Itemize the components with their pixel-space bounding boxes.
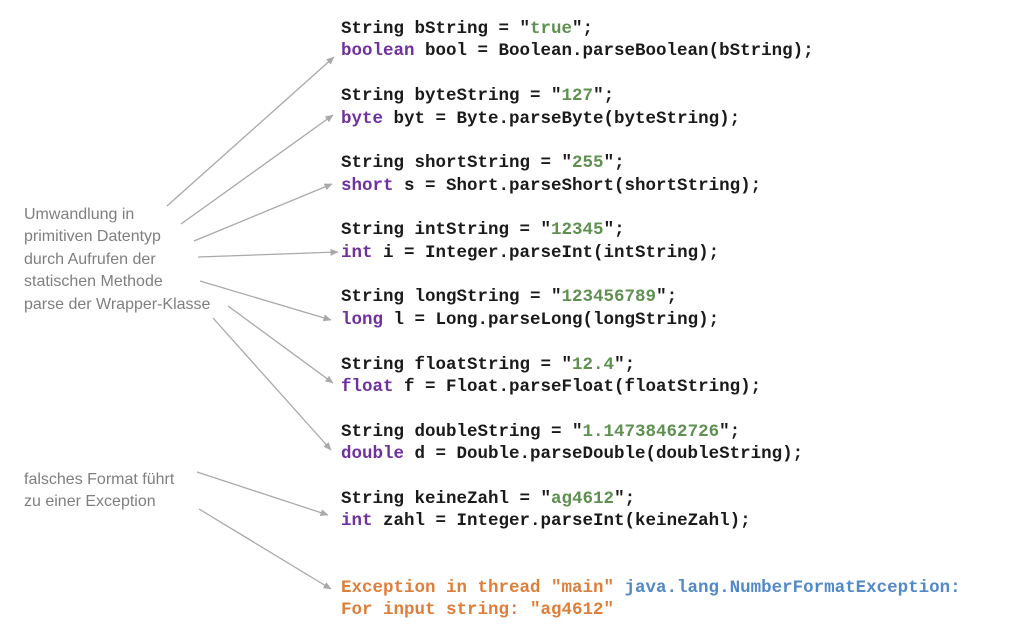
code-token: byt = Byte.parseByte(byteString); <box>383 108 741 129</box>
code-token: 127 <box>561 86 594 107</box>
code-token: String bString = " <box>341 19 531 39</box>
code-token: 255 <box>572 153 604 174</box>
code-line: String byteString = "127"; <box>341 85 740 107</box>
code-line: String intString = "12345"; <box>341 219 719 241</box>
code-token: "; <box>656 287 678 308</box>
code-line: int i = Integer.parseInt(intString); <box>341 242 719 264</box>
code-token: i = Integer.parseInt(intString); <box>372 242 720 263</box>
note-line: statischen Methode <box>24 273 163 291</box>
code-line: boolean bool = Boolean.parseBoolean(bStr… <box>341 40 814 62</box>
code-token: double <box>341 444 405 464</box>
code-token: "; <box>603 220 625 241</box>
code-block-int-parse: String intString = "12345";int i = Integ… <box>341 219 719 264</box>
note-line: parse der Wrapper-Klasse <box>24 295 211 313</box>
code-token: For input string: "ag4612" <box>341 600 615 621</box>
code-block-boolean-parse: String bString = "true";boolean bool = B… <box>341 18 814 63</box>
code-token: "; <box>572 19 594 39</box>
code-token: 12.4 <box>572 354 615 375</box>
code-line: String keineZahl = "ag4612"; <box>341 488 751 510</box>
code-token: String shortString = " <box>341 153 573 174</box>
console-output: Exception in thread "main" java.lang.Num… <box>341 577 961 622</box>
code-line: byte byt = Byte.parseByte(byteString); <box>341 108 740 130</box>
code-block-double-parse: String doubleString = "1.14738462726";do… <box>341 421 803 466</box>
note-line: zu einer Exception <box>24 493 156 511</box>
code-line: For input string: "ag4612" <box>341 599 961 621</box>
code-token: int <box>341 242 373 263</box>
code-token: String keineZahl = " <box>341 488 552 509</box>
code-token: String floatString = " <box>341 354 573 375</box>
code-token: String doubleString = " <box>341 421 583 442</box>
code-line: double d = Double.parseDouble(doubleStri… <box>341 443 803 465</box>
note-format-exception: falsches Format führt zu einer Exception <box>24 469 174 514</box>
code-token: "; <box>593 86 615 107</box>
code-token: float <box>341 376 394 397</box>
code-token: String byteString = " <box>341 86 562 107</box>
code-token: d = Double.parseDouble(doubleString); <box>404 444 804 464</box>
code-token: s = Short.parseShort(shortString); <box>393 175 762 196</box>
code-token: Exception in thread "main" <box>341 578 615 598</box>
code-token: 123456789 <box>561 287 657 308</box>
code-token: zahl = Integer.parseInt(keineZahl); <box>372 511 751 532</box>
code-line: int zahl = Integer.parseInt(keineZahl); <box>341 510 751 532</box>
code-block-short-parse: String shortString = "255";short s = Sho… <box>341 152 761 197</box>
code-token: boolean <box>341 41 415 62</box>
note-primitive-conversion: Umwandlung in primitiven Datentyp durch … <box>24 204 210 316</box>
code-token: "; <box>603 153 625 174</box>
code-token: byte <box>341 108 384 129</box>
code-token: String intString = " <box>341 220 552 241</box>
note-line: Umwandlung in <box>24 206 135 223</box>
code-line: String doubleString = "1.14738462726"; <box>341 421 803 443</box>
code-token: "; <box>614 354 636 375</box>
code-token: f = Float.parseFloat(floatString); <box>393 376 762 397</box>
code-line: String floatString = "12.4"; <box>341 354 761 376</box>
note-line: durch Aufrufen der <box>24 250 156 268</box>
code-line: String shortString = "255"; <box>341 152 761 174</box>
code-token: int <box>341 511 373 532</box>
code-token: "; <box>614 488 636 509</box>
code-block-float-parse: String floatString = "12.4";float f = Fl… <box>341 354 761 399</box>
code-token: "; <box>719 421 741 442</box>
note-line: primitiven Datentyp <box>24 228 161 246</box>
code-line: Exception in thread "main" java.lang.Num… <box>341 577 961 599</box>
code-token: String longString = " <box>341 287 562 308</box>
code-line: String bString = "true"; <box>341 18 814 40</box>
code-token: 12345 <box>551 220 604 241</box>
note-line: falsches Format führt <box>24 471 175 488</box>
code-line: short s = Short.parseShort(shortString); <box>341 175 761 197</box>
code-line: long l = Long.parseLong(longString); <box>341 309 719 331</box>
code-token: long <box>341 309 384 330</box>
code-token: java.lang.NumberFormatException: <box>614 578 961 598</box>
code-token: short <box>341 175 394 196</box>
code-token: 1.14738462726 <box>582 421 720 442</box>
code-block-byte-parse: String byteString = "127";byte byt = Byt… <box>341 85 740 130</box>
code-block-long-parse: String longString = "123456789";long l =… <box>341 286 719 331</box>
code-token: ag4612 <box>551 488 615 509</box>
code-token: bool = Boolean.parseBoolean(bString); <box>414 41 814 62</box>
code-token: true <box>530 19 573 39</box>
code-token: l = Long.parseLong(longString); <box>383 309 720 330</box>
code-line: String longString = "123456789"; <box>341 286 719 308</box>
code-line: float f = Float.parseFloat(floatString); <box>341 376 761 398</box>
code-block-keinezahl-parse: String keineZahl = "ag4612";int zahl = I… <box>341 488 751 533</box>
